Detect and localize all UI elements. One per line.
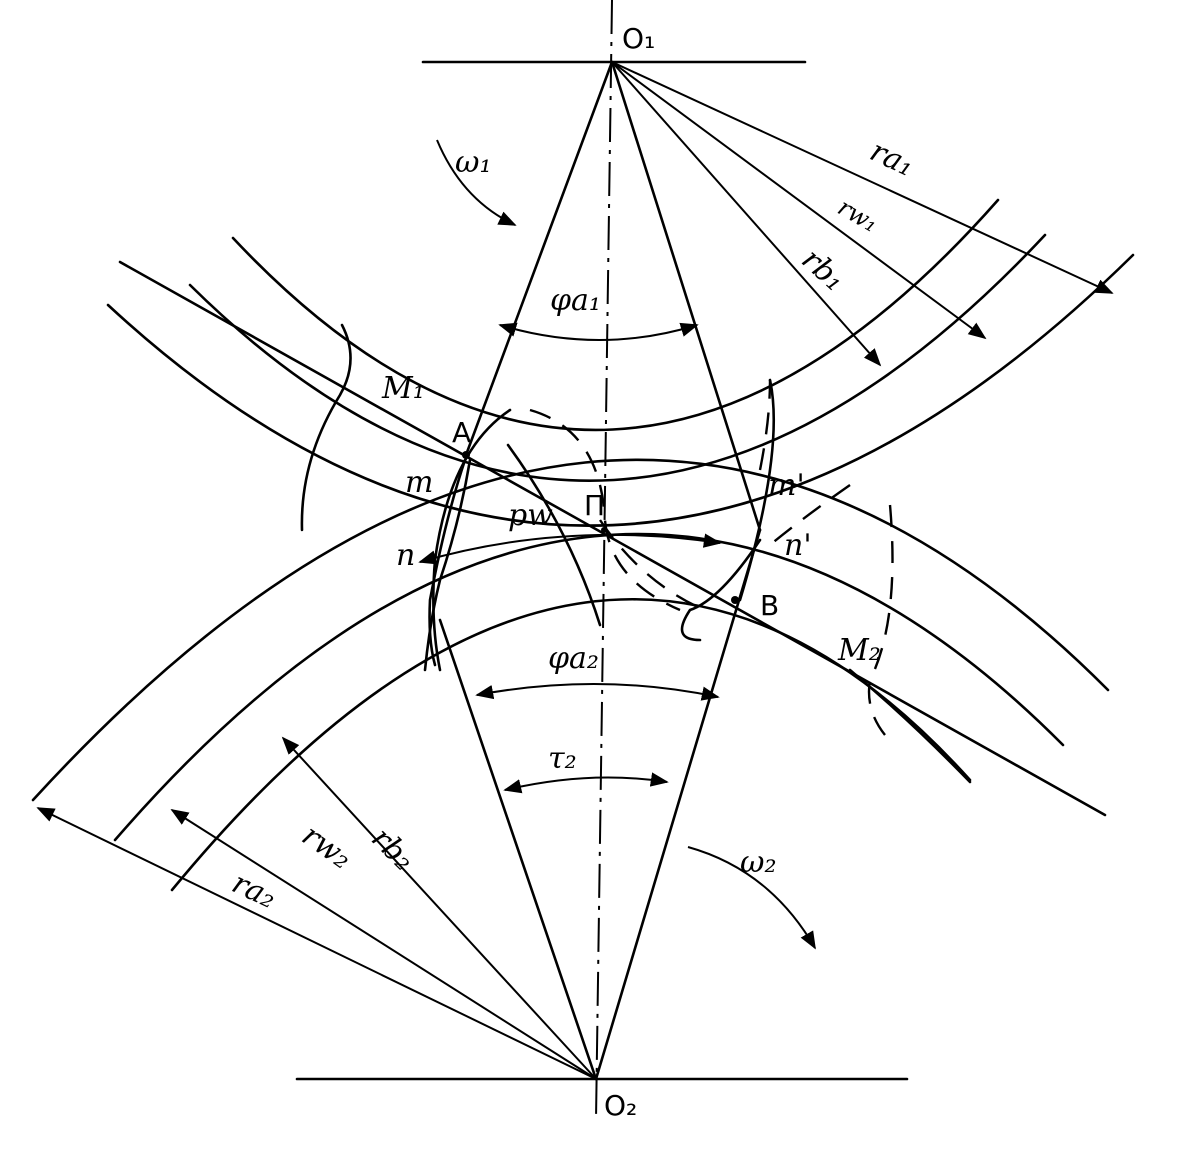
ray-o1-right: [610, 60, 762, 532]
ray-o2-ra2: [36, 807, 597, 1080]
centre-axis: [595, 0, 613, 1121]
label-pw: pw: [508, 498, 553, 533]
lower-addendum-arc: [31, 458, 1110, 802]
label-O2: O₂: [604, 1089, 637, 1122]
tooth-dashed-1: [529, 408, 681, 612]
label-A: A: [452, 416, 471, 449]
tooth-profile-left-3: [423, 458, 472, 672]
line-of-action: [118, 260, 1107, 817]
ray-o1-rb1: [611, 61, 882, 367]
angle-arc-phi-a1: [498, 322, 699, 341]
point-A: [462, 451, 470, 459]
label-rw2: rw₂: [295, 818, 358, 877]
label-n: n: [396, 538, 415, 573]
tooth-profile-right-1: [738, 378, 776, 602]
ray-o2-right: [594, 528, 762, 1081]
tooth-profile-lower-left: [428, 458, 467, 667]
point-B: [731, 596, 739, 604]
tooth-profile-left-2: [432, 408, 512, 672]
angle-arc-tau2: [503, 772, 669, 794]
upper-pitch-arc: [188, 233, 1047, 483]
upper-addendum-arc: [106, 253, 1135, 527]
ray-o1-ra1: [611, 61, 1114, 294]
label-O1: O₁: [622, 22, 655, 55]
label-rb2: rb₂: [364, 821, 421, 878]
ray-o2-left: [438, 618, 598, 1081]
label-P: П: [584, 489, 605, 522]
tooth-dashed-3: [867, 504, 894, 736]
tooth-profile-mid: [506, 443, 602, 627]
label-M1: M₁: [381, 371, 425, 406]
angle-arc-phi-a2: [475, 683, 720, 701]
label-tau2: τ₂: [548, 741, 577, 776]
label-m: m: [405, 465, 433, 500]
label-rb1: rb₁: [795, 242, 852, 299]
tooth-profile-right-2: [680, 538, 762, 642]
pitch-arc-segment-pw: [418, 533, 722, 565]
label-B: B: [760, 589, 779, 622]
tooth-profile-left-1: [300, 323, 352, 532]
label-phi-a2: φa₂: [548, 641, 599, 676]
label-phi-a1: φa₁: [550, 283, 601, 318]
upper-base-arc: [231, 198, 1000, 432]
rotation-arrow-omega1: [436, 139, 517, 226]
label-m-prime: m': [768, 468, 805, 503]
tooth-dashed-2: [758, 379, 772, 471]
rotation-arrow-omega2: [687, 846, 816, 950]
label-omega2: ω₂: [740, 845, 777, 880]
tooth-profile-m2: [848, 668, 972, 784]
ray-o2-rb2: [281, 736, 597, 1080]
ray-o1-left: [464, 60, 614, 457]
label-n-prime: n': [784, 528, 812, 563]
label-omega1: ω₁: [455, 145, 492, 180]
point-P: [601, 527, 607, 533]
ray-o1-rw1: [611, 61, 987, 340]
label-ra1: ra₁: [865, 134, 920, 184]
ray-o2-rw2: [170, 809, 597, 1080]
label-M2: M₂: [837, 633, 881, 668]
tooth-dashed-4: [769, 484, 851, 546]
tooth-dashed-5: [599, 519, 701, 610]
